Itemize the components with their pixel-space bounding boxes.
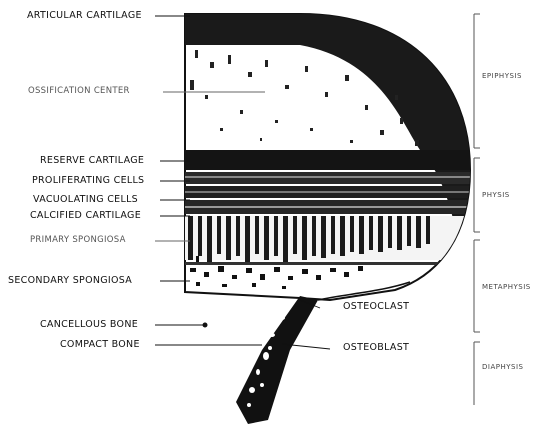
calcified-cartilage-band bbox=[185, 200, 485, 214]
proliferating-cells-label: PROLIFERATING CELLS bbox=[32, 175, 144, 186]
metaphysis-zone-label: METAPHYSIS bbox=[482, 283, 531, 291]
primary-spongiosa-label: PRIMARY SPONGIOSA bbox=[30, 235, 126, 246]
epiphysis-zone-label: EPIPHYSIS bbox=[482, 72, 522, 80]
ossification-center-label: OSSIFICATION CENTER bbox=[28, 86, 130, 97]
physis-zone-label: PHYSIS bbox=[482, 191, 510, 199]
articular-cartilage-label: ARTICULAR CARTILAGE bbox=[27, 10, 142, 21]
reserve-cartilage-label: RESERVE CARTILAGE bbox=[40, 155, 144, 166]
secondary-spongiosa-label: SECONDARY SPONGIOSA bbox=[8, 275, 132, 286]
diaphysis-zone-label: DIAPHYSIS bbox=[482, 363, 523, 371]
calcified-cartilage-label: CALCIFIED CARTILAGE bbox=[30, 210, 141, 221]
vacuolating-cells-band bbox=[185, 186, 485, 198]
compact-bone-label: COMPACT BONE bbox=[60, 339, 140, 350]
cancellous-bone-label: CANCELLOUS BONE bbox=[40, 319, 138, 330]
bone-head bbox=[185, 10, 485, 300]
vacuolating-cells-label: VACUOLATING CELLS bbox=[33, 194, 138, 205]
proliferating-cells-band bbox=[185, 172, 485, 184]
primary-spongiosa-band bbox=[185, 216, 485, 262]
osteoclast-label: OSTEOCLAST bbox=[343, 301, 409, 312]
osteoblast-label: OSTEOBLAST bbox=[343, 342, 409, 353]
reserve-cartilage-band bbox=[185, 150, 485, 170]
